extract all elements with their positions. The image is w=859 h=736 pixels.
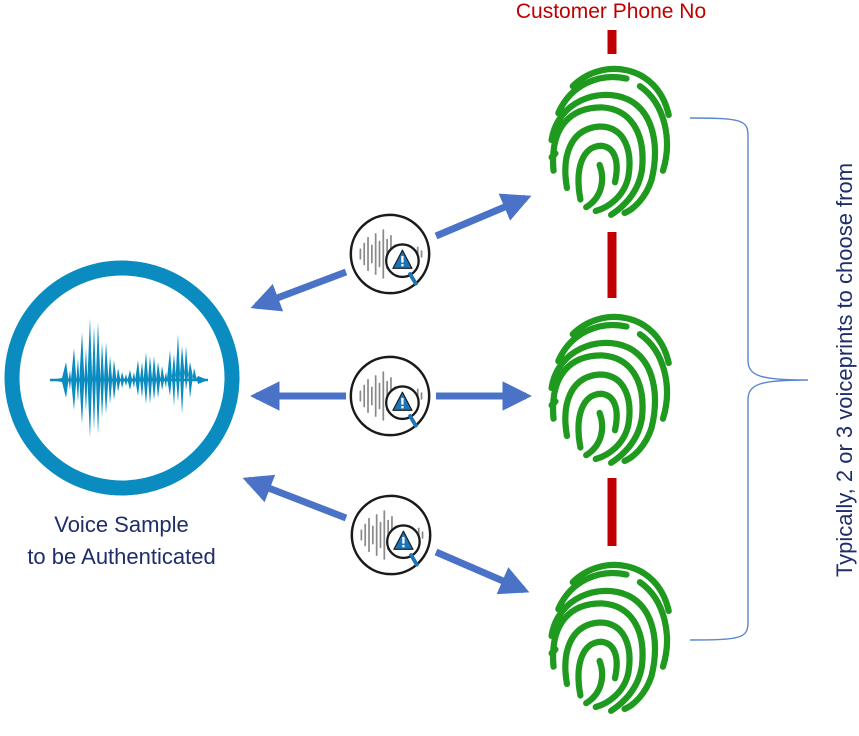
arrow-to-sample-3	[242, 474, 348, 522]
voiceprint-group-brace	[689, 117, 809, 641]
fingerprint-icon	[552, 565, 669, 711]
arrow-to-sample-1	[250, 268, 348, 312]
voice-sample-icon	[4, 260, 240, 496]
audio-warning-magnifier-icon	[348, 212, 432, 296]
audio-warning-magnifier-icon	[349, 493, 433, 577]
audio-warning-magnifier-icon	[348, 354, 432, 438]
fingerprint-icon	[552, 317, 669, 463]
comparison-arrows	[242, 193, 532, 595]
arrow-to-voiceprint-1	[434, 193, 532, 240]
fingerprint-icon	[552, 69, 669, 215]
voice-sample-label-line1: Voice Sample	[54, 512, 189, 537]
voice-sample-label-line2: to be Authenticated	[27, 544, 216, 569]
arrow-to-voiceprint-3	[434, 548, 530, 595]
customer-phone-label: Customer Phone No	[515, 0, 707, 23]
